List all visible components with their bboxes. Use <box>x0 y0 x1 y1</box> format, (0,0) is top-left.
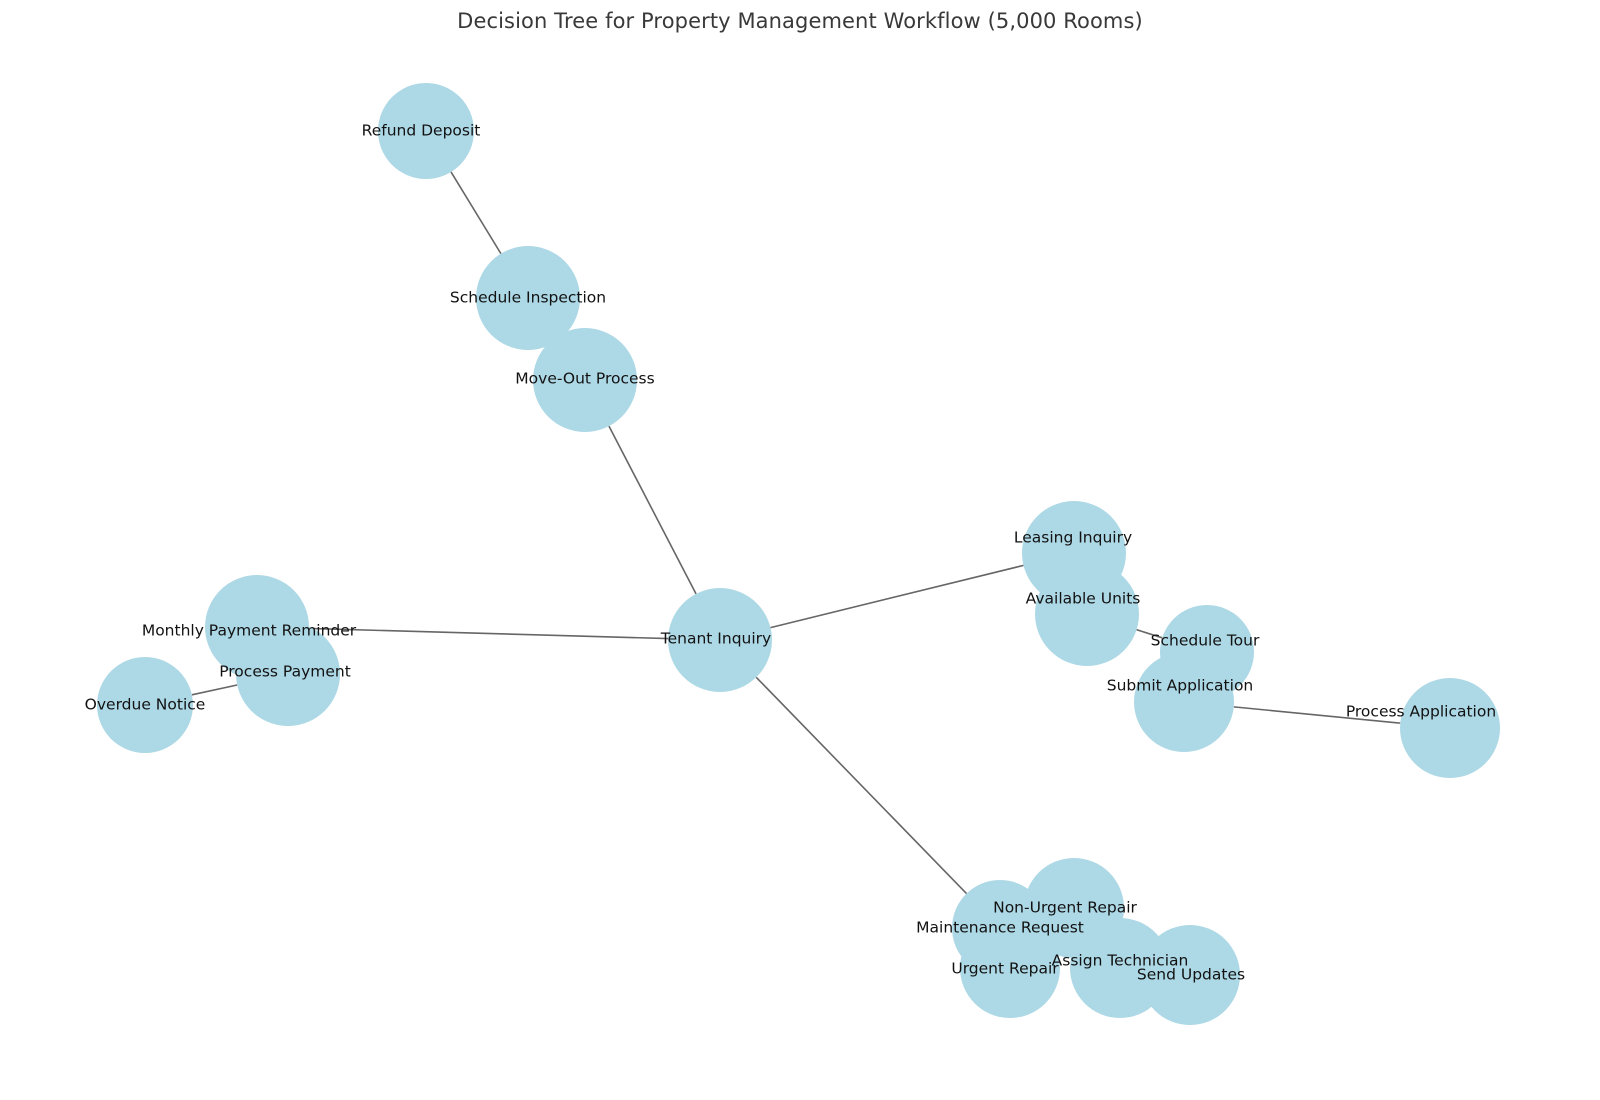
graph-node-process-application[interactable] <box>1400 678 1500 778</box>
graph-edge <box>770 564 1024 629</box>
graph-node-label-monthly-payment-reminder: Monthly Payment Reminder <box>141 621 357 640</box>
page-title: Decision Tree for Property Management Wo… <box>457 9 1143 33</box>
graph-node-label-available-units: Available Units <box>1025 589 1141 608</box>
graph-edge <box>1233 706 1401 724</box>
graph-node-urgent-repair[interactable] <box>960 918 1060 1018</box>
graph-node-refund-deposit[interactable] <box>378 83 474 179</box>
graph-node-available-units[interactable] <box>1035 562 1139 666</box>
graph-node-label-leasing-inquiry: Leasing Inquiry <box>1013 528 1133 547</box>
graph-node-tenant-inquiry[interactable] <box>668 588 772 692</box>
graph-node-label-schedule-inspection: Schedule Inspection <box>449 288 607 307</box>
graph-node-label-urgent-repair: Urgent Repair <box>951 959 1059 978</box>
graph-node-label-refund-deposit: Refund Deposit <box>361 121 481 140</box>
graph-edge <box>450 171 502 255</box>
graph-edge <box>608 425 697 595</box>
graph-node-label-assign-technician: Assign Technician <box>1051 951 1189 970</box>
graph-node-process-payment[interactable] <box>236 622 340 726</box>
graph-edge <box>1136 628 1163 639</box>
graph-edge <box>308 627 669 640</box>
graph-node-label-non-urgent-repair: Non-Urgent Repair <box>993 898 1137 917</box>
graph-node-overdue-notice[interactable] <box>97 657 193 753</box>
graph-node-label-move-out-process: Move-Out Process <box>515 369 655 388</box>
graph-node-label-overdue-notice: Overdue Notice <box>84 695 206 714</box>
graph-node-label-tenant-inquiry: Tenant Inquiry <box>660 629 772 648</box>
graph-edge <box>755 676 968 895</box>
graph-node-submit-application[interactable] <box>1134 652 1234 752</box>
graph-node-label-schedule-tour: Schedule Tour <box>1150 631 1260 650</box>
graph-node-label-process-application: Process Application <box>1345 702 1497 721</box>
graph-edge <box>191 684 238 696</box>
graph-node-label-submit-application: Submit Application <box>1106 676 1254 695</box>
graph-node-label-send-updates: Send Updates <box>1136 965 1246 984</box>
graph-node-label-maintenance-request: Maintenance Request <box>916 918 1084 937</box>
graph-node-label-process-payment: Process Payment <box>219 662 351 681</box>
graph-node-send-updates[interactable] <box>1140 925 1240 1025</box>
graph-node-move-out-process[interactable] <box>533 328 637 432</box>
